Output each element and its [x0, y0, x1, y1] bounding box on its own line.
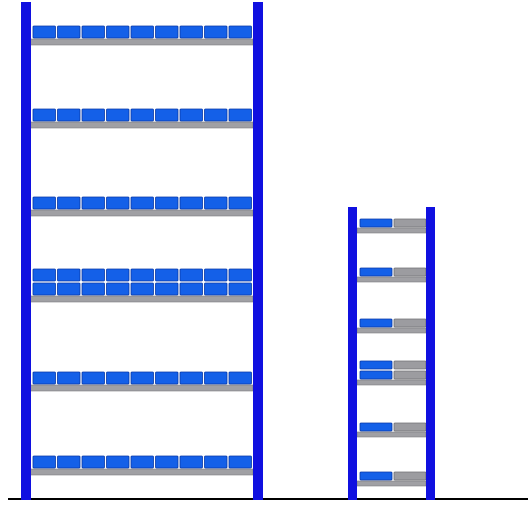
blue-box [131, 26, 154, 38]
rack-upright-left [21, 2, 31, 500]
blue-box [205, 456, 228, 468]
gray-box [394, 371, 426, 379]
gray-box [394, 423, 426, 431]
shelf-beam [357, 328, 426, 333]
blue-box [58, 197, 81, 209]
shelf-beam [30, 385, 253, 391]
blue-box [229, 372, 252, 384]
shelf-beam [30, 296, 253, 302]
blue-box [58, 456, 81, 468]
blue-box [131, 283, 154, 295]
blue-box [82, 269, 105, 281]
blue-box [156, 109, 179, 121]
shelf-beam [357, 277, 426, 282]
blue-box [58, 283, 81, 295]
blue-box [131, 269, 154, 281]
blue-box [229, 109, 252, 121]
blue-box [107, 283, 130, 295]
blue-box [360, 319, 392, 327]
blue-box [58, 269, 81, 281]
gray-box [394, 361, 426, 369]
blue-box [180, 372, 203, 384]
blue-box [33, 197, 56, 209]
blue-box [33, 26, 56, 38]
blue-box [360, 472, 392, 480]
blue-box [58, 372, 81, 384]
blue-box [107, 109, 130, 121]
blue-box [156, 197, 179, 209]
blue-box [131, 109, 154, 121]
blue-box [82, 283, 105, 295]
shelf-beam [357, 228, 426, 233]
blue-box [107, 372, 130, 384]
shelf-beam [30, 469, 253, 475]
blue-box [156, 269, 179, 281]
rack-upright-left [348, 207, 357, 500]
blue-box [131, 197, 154, 209]
blue-box [107, 197, 130, 209]
blue-box [360, 219, 392, 227]
rack-upright-right [426, 207, 435, 500]
shelf-beam [357, 481, 426, 486]
blue-box [58, 26, 81, 38]
blue-box [180, 456, 203, 468]
tall-rack [21, 2, 263, 500]
shelf-beam [357, 432, 426, 437]
blue-box [180, 109, 203, 121]
blue-box [82, 109, 105, 121]
gray-box [394, 219, 426, 227]
blue-box [229, 26, 252, 38]
blue-box [82, 372, 105, 384]
blue-box [229, 197, 252, 209]
blue-box [205, 197, 228, 209]
shelf-beam [30, 122, 253, 128]
blue-box [156, 456, 179, 468]
blue-box [229, 456, 252, 468]
blue-box [33, 109, 56, 121]
blue-box [360, 268, 392, 276]
blue-box [82, 26, 105, 38]
blue-box [205, 372, 228, 384]
shelf-beam [357, 380, 426, 385]
blue-box [229, 283, 252, 295]
gray-box [394, 268, 426, 276]
blue-box [33, 456, 56, 468]
blue-box [33, 372, 56, 384]
blue-box [180, 283, 203, 295]
blue-box [180, 269, 203, 281]
blue-box [156, 283, 179, 295]
shelf-beam [30, 39, 253, 45]
blue-box [229, 269, 252, 281]
blue-box [107, 269, 130, 281]
blue-box [33, 283, 56, 295]
blue-box [107, 26, 130, 38]
blue-box [180, 197, 203, 209]
blue-box [156, 26, 179, 38]
blue-box [360, 361, 392, 369]
shelf-beam [30, 210, 253, 216]
blue-box [82, 456, 105, 468]
blue-box [180, 26, 203, 38]
blue-box [205, 109, 228, 121]
short-rack [348, 207, 435, 500]
blue-box [58, 109, 81, 121]
blue-box [205, 283, 228, 295]
blue-box [360, 423, 392, 431]
blue-box [205, 26, 228, 38]
floor-line [8, 498, 528, 500]
blue-box [107, 456, 130, 468]
blue-box [156, 372, 179, 384]
rack-upright-right [253, 2, 263, 500]
gray-box [394, 472, 426, 480]
blue-box [205, 269, 228, 281]
gray-box [394, 319, 426, 327]
blue-box [82, 197, 105, 209]
blue-box [360, 371, 392, 379]
blue-box [131, 456, 154, 468]
blue-box [33, 269, 56, 281]
blue-box [131, 372, 154, 384]
